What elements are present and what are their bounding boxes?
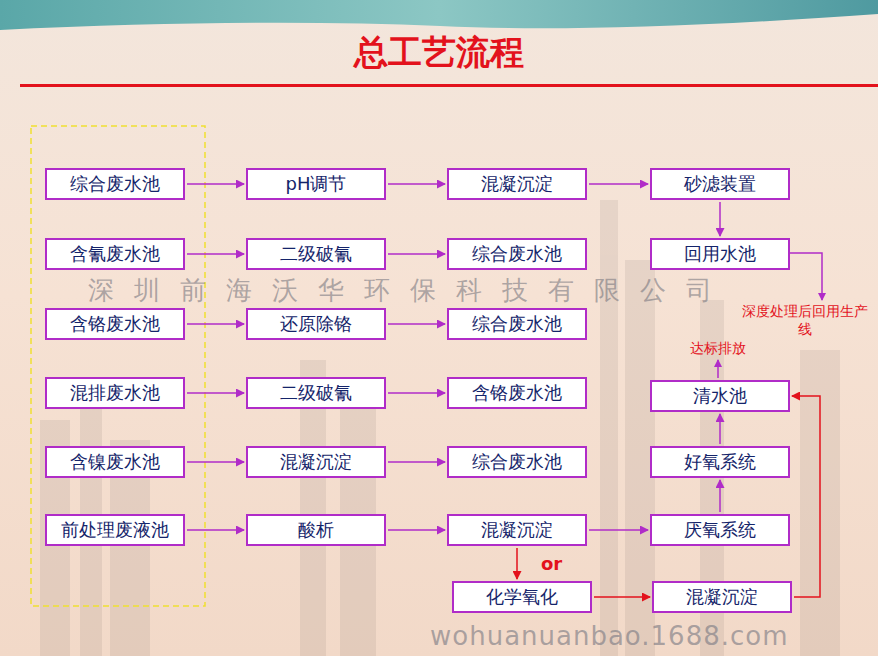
flow-arrow: [388, 253, 445, 255]
flow-arrow: [388, 461, 445, 463]
box-label: 二级破氰: [280, 244, 352, 264]
box-label: 含铬废水池: [70, 314, 160, 334]
flow-arrow: [388, 529, 445, 531]
flow-arrow: [719, 414, 721, 444]
box-label: 含镍废水池: [70, 452, 160, 472]
process-box: 酸析: [246, 514, 386, 546]
process-box: 综合废水池: [447, 308, 587, 340]
box-label: 综合废水池: [70, 174, 160, 194]
flow-arrow: [792, 396, 820, 597]
process-box: 砂滤装置: [650, 168, 790, 200]
flow-arrow: [388, 392, 445, 394]
box-label: 综合废水池: [472, 244, 562, 264]
box-label: 厌氧系统: [684, 520, 756, 540]
process-box: 混凝沉淀: [447, 514, 587, 546]
process-box: 混凝沉淀: [447, 168, 587, 200]
box-label: 前处理废液池: [61, 520, 169, 540]
box-label: 混排废水池: [70, 383, 160, 403]
process-box: 含镍废水池: [45, 446, 185, 478]
flow-arrow: [719, 202, 721, 236]
box-label: 清水池: [693, 386, 747, 406]
box-label: 回用水池: [684, 244, 756, 264]
box-label: pH调节: [286, 174, 347, 194]
flow-arrow: [516, 548, 518, 579]
watermark: wohuanuanbao.1688.com: [430, 620, 850, 653]
box-label: 砂滤装置: [684, 174, 756, 194]
process-box: 前处理废液池: [45, 514, 185, 546]
flow-arrow: [187, 183, 244, 185]
flow-arrow: [187, 529, 244, 531]
box-label: 综合废水池: [472, 314, 562, 334]
box-label: 化学氧化: [486, 587, 558, 607]
box-label: 综合废水池: [472, 452, 562, 472]
process-box: 综合废水池: [45, 168, 185, 200]
flow-arrow: [719, 480, 721, 512]
process-box: 化学氧化: [452, 581, 592, 613]
box-label: 含氰废水池: [70, 244, 160, 264]
flow-arrow: [187, 323, 244, 325]
flow-arrow: [388, 183, 445, 185]
note-label: 深度处理后回用生产线: [737, 303, 873, 338]
flow-arrow: [187, 253, 244, 255]
process-box: 含氰废水池: [45, 238, 185, 270]
box-label: 混凝沉淀: [481, 520, 553, 540]
box-label: 还原除铬: [280, 314, 352, 334]
flow-arrow: [187, 392, 244, 394]
process-box: 还原除铬: [246, 308, 386, 340]
box-label: 二级破氰: [280, 383, 352, 403]
box-label: 混凝沉淀: [280, 452, 352, 472]
process-box: 混凝沉淀: [652, 581, 792, 613]
watermark: 深圳前海沃华环保科技有限公司: [88, 274, 768, 307]
process-box: pH调节: [246, 168, 386, 200]
box-label: 混凝沉淀: [481, 174, 553, 194]
box-label: 好氧系统: [684, 452, 756, 472]
process-box: 混排废水池: [45, 377, 185, 409]
process-box: 好氧系统: [650, 446, 790, 478]
process-box: 厌氧系统: [650, 514, 790, 546]
note-label: or: [541, 553, 569, 576]
flow-arrow: [589, 529, 648, 531]
note-label: 达标排放: [680, 340, 756, 358]
page-title: 总工艺流程: [0, 30, 878, 76]
flow-arrow: [594, 596, 650, 598]
box-label: 混凝沉淀: [686, 587, 758, 607]
flow-arrow: [187, 461, 244, 463]
flow-arrow: [388, 323, 445, 325]
box-label: 酸析: [298, 520, 334, 540]
process-box: 二级破氰: [246, 238, 386, 270]
process-box: 含铬废水池: [45, 308, 185, 340]
process-box: 二级破氰: [246, 377, 386, 409]
process-box: 回用水池: [650, 238, 790, 270]
process-box: 综合废水池: [447, 446, 587, 478]
process-box: 混凝沉淀: [246, 446, 386, 478]
process-box: 清水池: [650, 380, 790, 412]
process-box: 含铬废水池: [447, 377, 587, 409]
process-box: 综合废水池: [447, 238, 587, 270]
flow-arrow: [589, 183, 648, 185]
box-label: 含铬废水池: [472, 383, 562, 403]
